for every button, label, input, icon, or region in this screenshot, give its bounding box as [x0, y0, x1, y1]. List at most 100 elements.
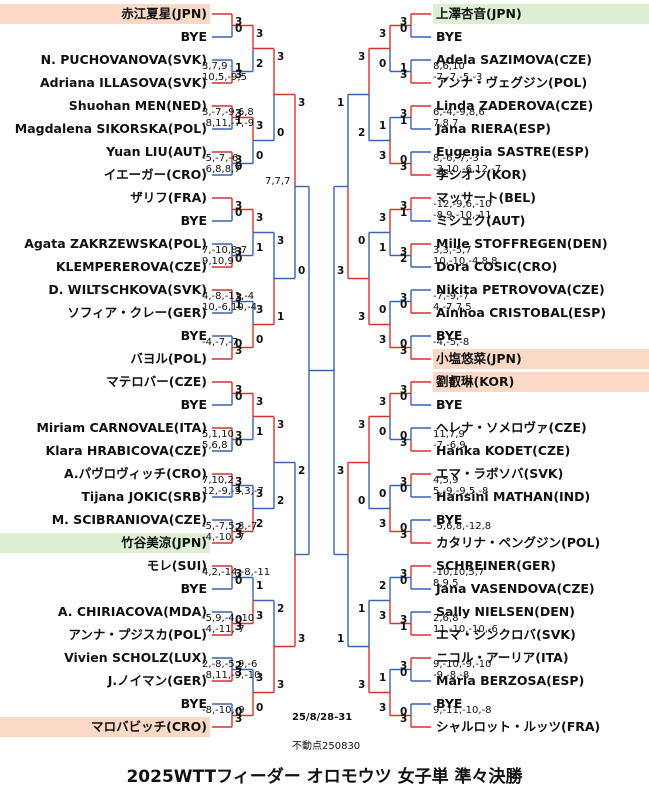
match-score: 8,-6,-7,-3 -3,10,-6,12,-7	[433, 152, 502, 175]
player-name: マロバビッチ(CRO)	[0, 717, 210, 737]
player-name: N. PUCHOVANOVA(SVK)	[40, 52, 207, 67]
game-count: 0	[235, 614, 243, 626]
game-count: 1	[400, 207, 408, 219]
game-count: 3	[400, 108, 408, 120]
game-count: 1	[337, 96, 345, 109]
player-name: 上澤杏音(JPN)	[433, 4, 649, 24]
game-count: 3	[235, 621, 243, 633]
player-name: Adela SAZIMOVA(CZE)	[436, 52, 592, 67]
player-name: マテロバー(CZE)	[106, 374, 207, 389]
player-name: 竹谷美涼(JPN)	[0, 533, 210, 553]
match-score: 7,10,2 12,-9,-5,3,-7	[202, 474, 264, 497]
game-count: 0	[256, 149, 264, 162]
game-count: 3	[235, 154, 243, 166]
game-count: 3	[358, 310, 366, 323]
match-score: 6,-4,-9,8,6 7,8,7	[433, 106, 485, 129]
player-name: BYE	[436, 328, 463, 343]
match-score: 11,7,9 -7,-6,9	[433, 428, 466, 451]
match-score: -5,-7,5,8,-7 -4,-10,-7	[202, 520, 258, 543]
match-score: 2,-8,-5,9,-6 -8,11,-9,-10	[202, 658, 261, 681]
player-name: マッサート(BEL)	[436, 190, 536, 205]
game-count: 2	[277, 602, 285, 615]
game-count: 3	[277, 678, 285, 691]
game-count: 2	[379, 579, 387, 592]
game-count: 1	[277, 310, 285, 323]
game-count: 0	[400, 430, 408, 442]
player-name: Jana RIERA(ESP)	[436, 121, 552, 136]
match-score: -10,10,5,7 8,9,5	[433, 566, 485, 589]
game-count: 3	[400, 476, 408, 488]
player-name: 小塩悠菜(JPN)	[433, 349, 649, 369]
game-count: 3	[256, 119, 264, 132]
game-count: 3	[235, 568, 243, 580]
player-name: バヨル(POL)	[130, 351, 207, 366]
player-name: アンナ・プジスカ(POL)	[68, 627, 207, 642]
game-count: 2	[256, 517, 264, 530]
game-count: 3	[235, 529, 243, 541]
game-count: 0	[400, 391, 408, 403]
match-score: 7,7,7	[265, 175, 291, 187]
game-count: 3	[379, 395, 387, 408]
match-score: 5,1,10 5,6,8	[202, 428, 234, 451]
match-score: 9,-11,-10,-8	[433, 704, 492, 716]
game-count: 0	[358, 494, 366, 507]
game-count: 3	[235, 292, 243, 304]
match-score: 3,-7,-9,6,8 -8,11,-7,-9	[202, 106, 255, 129]
player-name: Vivien SCHOLZ(LUX)	[64, 650, 207, 665]
game-count: 0	[277, 126, 285, 139]
game-count: 0	[235, 575, 243, 587]
game-count: 0	[379, 57, 387, 70]
game-count: 0	[235, 437, 243, 449]
game-count: 0	[235, 253, 243, 265]
game-count: 1	[256, 425, 264, 438]
game-count: 1	[379, 119, 387, 132]
game-count: 0	[400, 575, 408, 587]
game-count: 3	[256, 303, 264, 316]
game-count: 1	[400, 621, 408, 633]
game-count: 3	[298, 632, 306, 645]
match-score: -4,-5,-8	[433, 336, 470, 348]
player-name: Shuohan MEN(NED)	[68, 98, 207, 113]
game-count: 3	[379, 333, 387, 346]
player-name: BYE	[180, 213, 207, 228]
match-score: 3,7,9 10,5,-9,5	[202, 60, 247, 83]
match-score: 4,-8,-11,-4 10,-6,10,-4	[202, 290, 257, 313]
player-name: Sally NIELSEN(DEN)	[436, 604, 575, 619]
game-count: 3	[379, 211, 387, 224]
game-count: 1	[235, 115, 243, 127]
player-name: ミシェク(AUT)	[436, 213, 526, 228]
game-count: 0	[400, 667, 408, 679]
player-name: シャルロット・ルッツ(FRA)	[436, 719, 601, 734]
game-count: 3	[379, 27, 387, 40]
game-count: 0	[358, 234, 366, 247]
player-name: Linda ZADEROVA(CZE)	[436, 98, 594, 113]
player-name: エマ・ラボソバ(SVK)	[436, 466, 564, 481]
game-count: 3	[337, 464, 345, 477]
player-name: A.パヴロヴィッチ(CRO)	[63, 466, 207, 481]
player-name: BYE	[436, 397, 463, 412]
player-name: 赤江夏星(JPN)	[0, 4, 210, 24]
player-name: 劉叡琳(KOR)	[433, 372, 649, 392]
player-name: Adriana ILLASOVA(SVK)	[39, 75, 207, 90]
game-count: 3	[256, 395, 264, 408]
player-name: SCHREINER(GER)	[436, 558, 556, 573]
game-count: 3	[235, 430, 243, 442]
game-count: 3	[277, 418, 285, 431]
match-score: 4,2,-14,-8,-11	[202, 566, 271, 578]
player-name: Miriam CARNOVALE(ITA)	[36, 420, 207, 435]
player-name: BYE	[180, 696, 207, 711]
game-count: 2	[298, 464, 306, 477]
match-score: -8,-10,-9	[202, 704, 245, 716]
player-name: Mille STOFFREGEN(DEN)	[436, 236, 608, 251]
game-count: 1	[337, 632, 345, 645]
game-count: 0	[379, 487, 387, 500]
game-count: 1	[400, 62, 408, 74]
player-name: Klara HRABICOVA(CZE)	[45, 443, 207, 458]
game-count: 0	[400, 23, 408, 35]
player-name: Ainhoa CRISTOBAL(ESP)	[436, 305, 607, 320]
game-count: 3	[277, 50, 285, 63]
game-count: 3	[235, 345, 243, 357]
game-count: 3	[235, 384, 243, 396]
game-count: 0	[235, 23, 243, 35]
